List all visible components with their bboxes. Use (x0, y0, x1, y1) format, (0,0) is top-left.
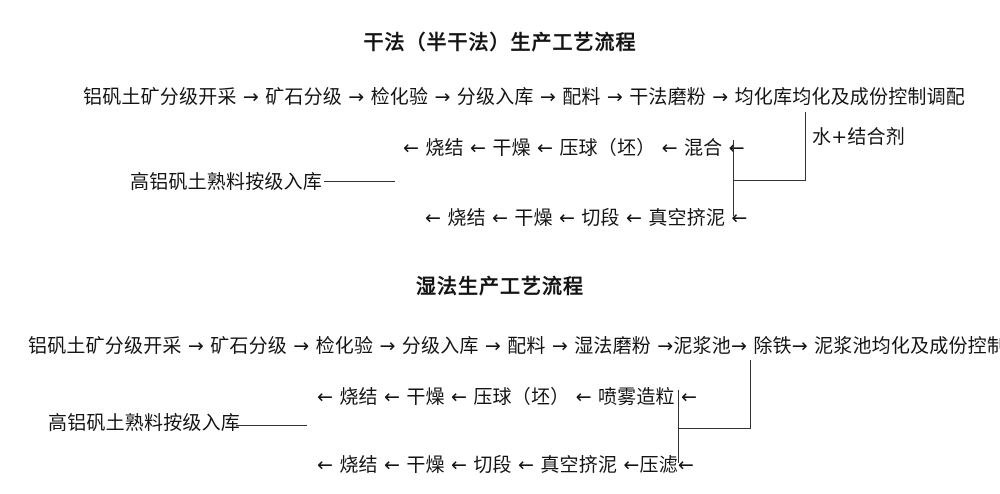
wet-storage-label: 高铝矾土熟料按级入库 (48, 412, 241, 434)
wet-branch-horizontal-line (678, 428, 751, 429)
dry-additive-label: 水+结合剂 (812, 126, 905, 148)
wet-storage-connector-line (236, 425, 307, 426)
wet-mainflow-drop-line (750, 360, 751, 429)
dry-mainflow-drop-line (805, 112, 806, 181)
dry-section-title: 干法（半干法）生产工艺流程 (363, 30, 637, 54)
wet-main-flow-row: 铝矾土矿分级开采 → 矿石分级 → 检化验 → 分级入库 → 配料 → 湿法磨粉… (28, 335, 1000, 357)
wet-section-title: 湿法生产工艺流程 (416, 274, 584, 298)
dry-branch-vertical-line (733, 140, 734, 216)
wet-branch-vertical-line (678, 390, 679, 463)
wet-granulation-flow-row: ← 烧结 ← 干燥 ← 压球（坯） ← 喷雾造粒 ← (317, 386, 698, 408)
dry-extrusion-flow-row: ← 烧结 ← 干燥 ← 切段 ← 真空挤泥 ← (425, 207, 748, 229)
dry-briquetting-flow-row: ← 烧结 ← 干燥 ← 压球（坯） ← 混合 ← (403, 137, 745, 159)
dry-main-flow-row: 铝矾土矿分级开采 → 矿石分级 → 检化验 → 分级入库 → 配料 → 干法磨粉… (83, 86, 965, 108)
dry-storage-label: 高铝矾土熟料按级入库 (130, 171, 323, 193)
dry-branch-horizontal-line (733, 180, 806, 181)
wet-extrusion-flow-row: ← 烧结 ← 干燥 ← 切段 ← 真空挤泥 ←压滤← (317, 454, 695, 476)
dry-storage-connector-line (324, 181, 395, 182)
